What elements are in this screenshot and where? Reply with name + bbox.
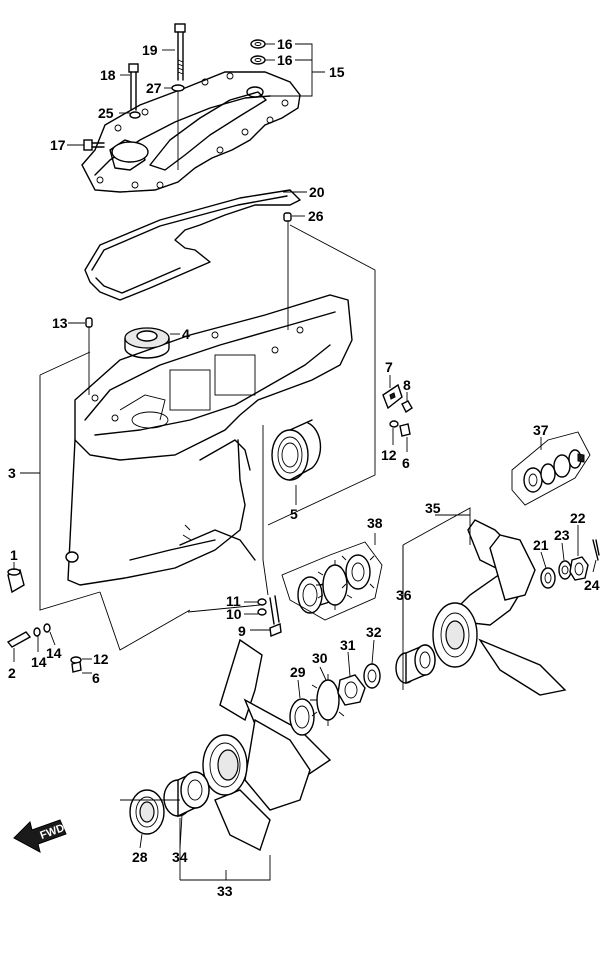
washer-32 xyxy=(363,663,381,689)
anode-7 xyxy=(382,383,403,410)
cover-plate xyxy=(81,71,301,193)
callout-38: 38 xyxy=(367,515,383,531)
nut-22 xyxy=(569,556,589,581)
callout-22: 22 xyxy=(570,510,586,526)
spline-washer-38 xyxy=(316,560,353,610)
callout-33: 33 xyxy=(217,883,233,899)
callout-7: 7 xyxy=(385,359,393,375)
callout-23: 23 xyxy=(554,527,570,543)
callout-16-a: 16 xyxy=(277,36,293,52)
callout-11: 11 xyxy=(226,593,241,609)
leader-lines xyxy=(13,43,597,880)
propeller-upper xyxy=(432,519,567,696)
callout-27: 27 xyxy=(146,80,162,96)
plug-26 xyxy=(283,212,292,330)
nut-31 xyxy=(337,674,366,706)
callout-19: 19 xyxy=(142,42,158,58)
propeller-lower xyxy=(202,638,332,851)
callout-37: 37 xyxy=(533,422,549,438)
bearing-4 xyxy=(124,327,170,359)
callout-26: 26 xyxy=(308,208,324,224)
callout-6-upper: 6 xyxy=(402,455,410,471)
callout-16-b: 16 xyxy=(277,52,293,68)
callout-34: 34 xyxy=(172,849,188,865)
plug-1 xyxy=(7,568,25,594)
hub-kit-37 xyxy=(511,431,591,506)
bracket-35-36 xyxy=(402,507,471,690)
callout-5: 5 xyxy=(290,506,298,522)
callout-17: 17 xyxy=(50,137,66,153)
callout-12-lower: 12 xyxy=(93,651,109,667)
callout-32: 32 xyxy=(366,624,382,640)
plug-6-upper xyxy=(389,420,411,437)
callout-18: 18 xyxy=(100,67,116,83)
callout-30: 30 xyxy=(312,650,328,666)
washer-23 xyxy=(558,560,572,580)
callout-2: 2 xyxy=(8,665,16,681)
callout-24: 24 xyxy=(584,577,600,593)
callout-36: 36 xyxy=(396,587,412,603)
oil-seal-5 xyxy=(271,419,322,481)
plug-13 xyxy=(85,317,93,395)
callout-13: 13 xyxy=(52,315,68,331)
callout-10: 10 xyxy=(226,606,242,622)
callout-12-upper: 12 xyxy=(381,447,397,463)
bushing-36 xyxy=(395,644,436,685)
bolt-8 xyxy=(401,400,413,414)
callout-28: 28 xyxy=(132,849,148,865)
callout-35: 35 xyxy=(425,500,441,516)
thrust-kit-38 xyxy=(281,541,383,621)
spacer-34 xyxy=(163,771,210,818)
callout-numbers: 1 2 3 4 5 6 6 7 8 9 10 11 12 12 13 14 14… xyxy=(8,36,600,899)
callout-8: 8 xyxy=(403,377,411,393)
callout-1: 1 xyxy=(10,547,18,563)
washer-25 xyxy=(129,111,141,119)
pin-2 xyxy=(6,623,51,648)
callout-14-a: 14 xyxy=(31,654,47,670)
gasket xyxy=(84,189,301,301)
callout-3: 3 xyxy=(8,465,16,481)
bolt-9 xyxy=(257,595,282,637)
callout-9: 9 xyxy=(238,623,246,639)
assembly-frame-lines xyxy=(39,224,376,651)
thrust-washer-29 xyxy=(289,698,315,736)
spline-washer-30 xyxy=(310,674,345,726)
drain-plug-lower xyxy=(70,656,82,673)
callout-20: 20 xyxy=(309,184,325,200)
callout-29: 29 xyxy=(290,664,306,680)
washer-28 xyxy=(129,789,165,835)
washers-16 xyxy=(250,39,266,65)
callout-14-b: 14 xyxy=(46,645,62,661)
callout-4: 4 xyxy=(182,326,190,342)
washer-21 xyxy=(540,567,556,589)
callout-21: 21 xyxy=(533,537,549,553)
callout-6-lower: 6 xyxy=(92,670,100,686)
callout-25: 25 xyxy=(98,105,114,121)
bolt-18 xyxy=(128,63,139,111)
fwd-arrow: FWD xyxy=(13,819,67,853)
cotter-pin-24 xyxy=(592,539,600,561)
bracket-33 xyxy=(120,604,271,881)
callout-31: 31 xyxy=(340,637,356,653)
gear-case-housing xyxy=(65,294,353,586)
bolt-19 xyxy=(174,23,186,81)
callout-15: 15 xyxy=(329,64,345,80)
